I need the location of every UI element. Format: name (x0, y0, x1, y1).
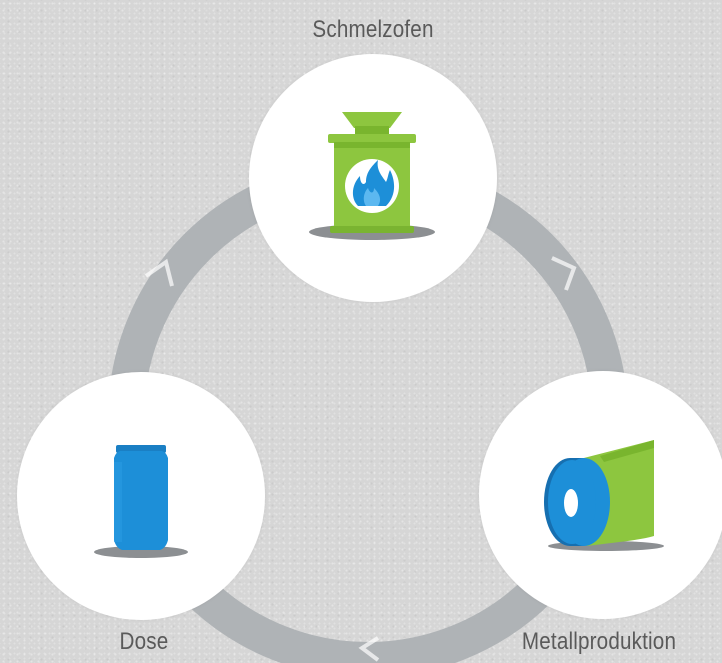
furnace-icon (309, 112, 435, 240)
node-label-furnace: Schmelzofen (312, 16, 434, 43)
arrow-chevron-left (144, 258, 174, 287)
node-production (479, 371, 722, 619)
node-furnace (249, 54, 497, 302)
arrow-chevron-top-right (551, 256, 577, 291)
node-label-production: Metallproduktion (521, 628, 677, 655)
node-can (17, 372, 265, 620)
metal-roll-icon (544, 440, 664, 551)
can-icon (94, 445, 188, 558)
arrow-chevron-bottom (358, 636, 380, 662)
node-label-can: Dose (119, 628, 169, 655)
